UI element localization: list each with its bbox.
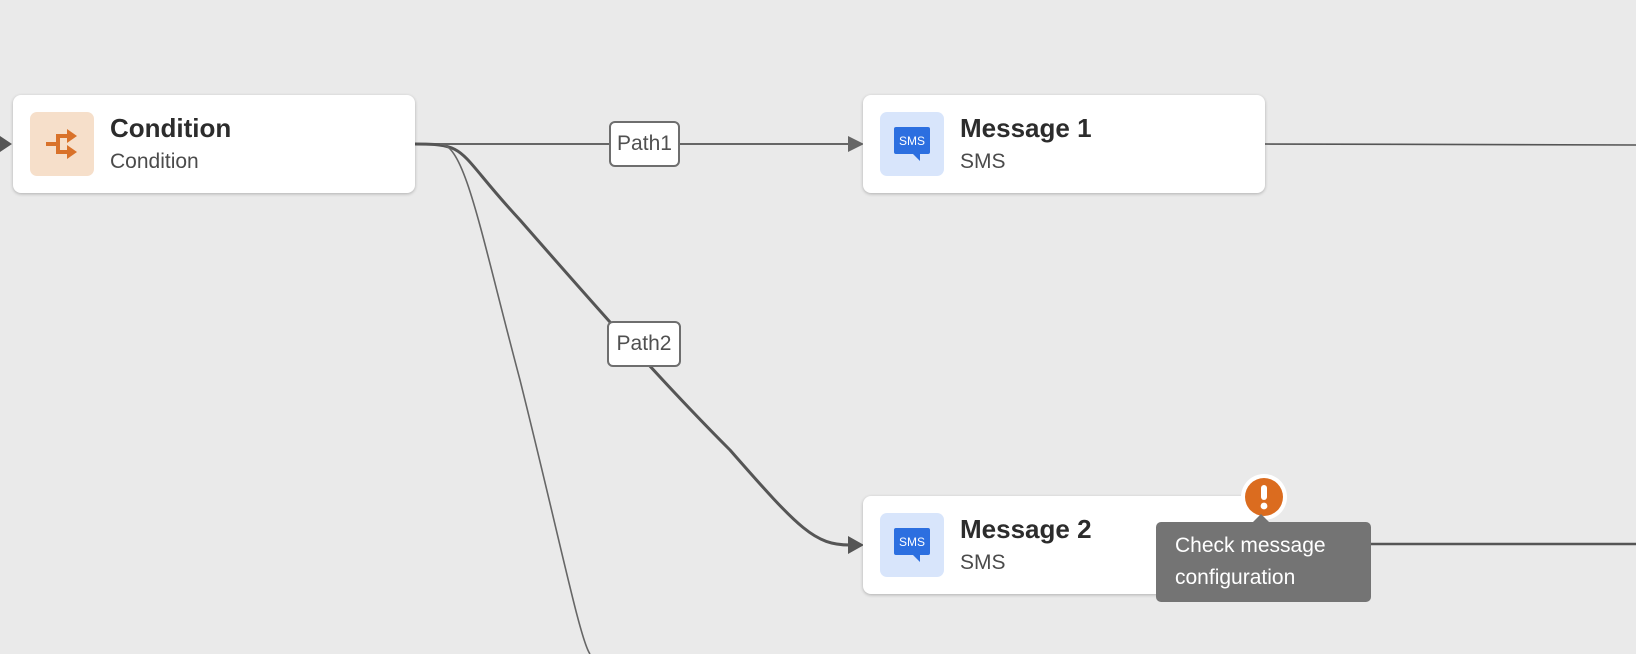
warning-icon [1245, 478, 1283, 516]
sms-icon: SMS [880, 513, 944, 577]
condition-node[interactable]: Condition Condition [13, 95, 415, 193]
condition-branch-icon [30, 112, 94, 176]
warning-tooltip: Check message configuration [1156, 514, 1371, 602]
message1-subtitle: SMS [960, 150, 1006, 173]
path2-arrowhead [848, 536, 864, 554]
tooltip-text: Check message configuration [1175, 534, 1326, 589]
path2-label[interactable]: Path2 [607, 321, 681, 367]
path1-arrowhead [848, 136, 864, 152]
incoming-arrowhead [0, 136, 12, 152]
tooltip-pointer [1253, 514, 1269, 522]
warning-badge[interactable] [1241, 474, 1287, 520]
path3-connector [439, 143, 591, 654]
message1-outgoing-connector [1264, 143, 1636, 146]
sms-icon-text: SMS [899, 535, 925, 549]
condition-subtitle: Condition [110, 150, 199, 173]
message2-subtitle: SMS [960, 551, 1006, 574]
message1-node[interactable]: SMS Message 1 SMS [863, 95, 1265, 193]
condition-title: Condition [110, 113, 232, 143]
sms-icon: SMS [880, 112, 944, 176]
sms-icon-text: SMS [899, 134, 925, 148]
message2-title: Message 2 [960, 514, 1092, 544]
message1-title: Message 1 [960, 113, 1092, 143]
path1-label[interactable]: Path1 [609, 121, 680, 167]
